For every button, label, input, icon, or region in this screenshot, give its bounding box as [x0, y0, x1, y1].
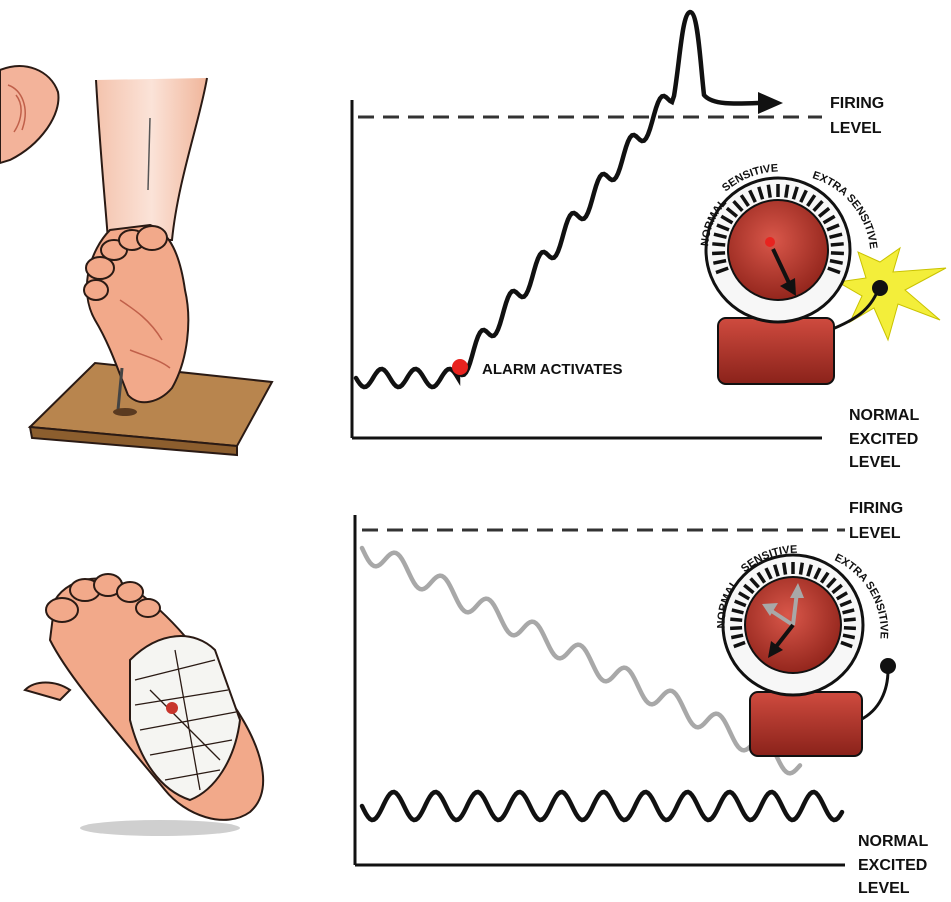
- dial-tick: [786, 185, 788, 198]
- wound-dot: [166, 702, 178, 714]
- top-baseline-label-line3: LEVEL: [849, 454, 901, 471]
- bandaged-foot-illustration: [25, 574, 263, 836]
- bottom-bell-clapper-icon: [880, 658, 896, 674]
- dial-tick: [831, 244, 844, 245]
- bottom-baseline-label-line2: EXCITED: [858, 857, 927, 874]
- alarm-activates-label: ALARM ACTIVATES: [482, 361, 623, 378]
- bottom-baseline-trace: [362, 792, 842, 820]
- top-baseline-label-line1: NORMAL: [849, 407, 919, 424]
- dial-tick: [712, 253, 725, 254]
- top-firing-label-line2: LEVEL: [830, 120, 882, 137]
- other-foot-partial: [0, 66, 58, 163]
- bell-clapper-icon: [872, 280, 888, 296]
- dial-tick: [730, 628, 742, 629]
- dial-tick: [712, 244, 725, 245]
- bottom-alarm-base: [750, 692, 862, 756]
- dial-tick: [844, 628, 856, 629]
- dial-tick: [831, 253, 844, 254]
- bottom-firing-label-line2: LEVEL: [849, 525, 901, 542]
- top-baseline-label-line2: EXCITED: [849, 431, 918, 448]
- top-alarm-bell: NORMAL SENSITIVE EXTRA SENSITIVE: [699, 162, 946, 384]
- bottom-baseline-label-line1: NORMAL: [858, 833, 928, 850]
- dial-tick: [843, 635, 855, 637]
- top-membrane-trace: [356, 12, 758, 387]
- bottom-alarm-bell: NORMAL SENSITIVE EXTRA SENSITIVE: [716, 544, 896, 756]
- dial-tick: [768, 185, 770, 198]
- top-trace-arrowhead: [758, 92, 783, 114]
- top-dial-face: [728, 200, 828, 300]
- dial-tick: [784, 563, 786, 575]
- dial-tick: [730, 619, 742, 620]
- bottom-firing-label-line1: FIRING: [849, 500, 903, 517]
- dial-tick: [731, 635, 743, 637]
- bottom-baseline-label-line3: LEVEL: [858, 880, 910, 897]
- foot-on-nail-illustration: [0, 66, 272, 455]
- spark-icon: [838, 248, 946, 340]
- alarm-activates-dot: [452, 359, 468, 375]
- alarm-base: [718, 318, 834, 384]
- top-firing-label-line1: FIRING: [830, 95, 884, 112]
- dial-tick: [844, 619, 856, 620]
- leg: [96, 78, 207, 240]
- dial-tick: [801, 563, 803, 575]
